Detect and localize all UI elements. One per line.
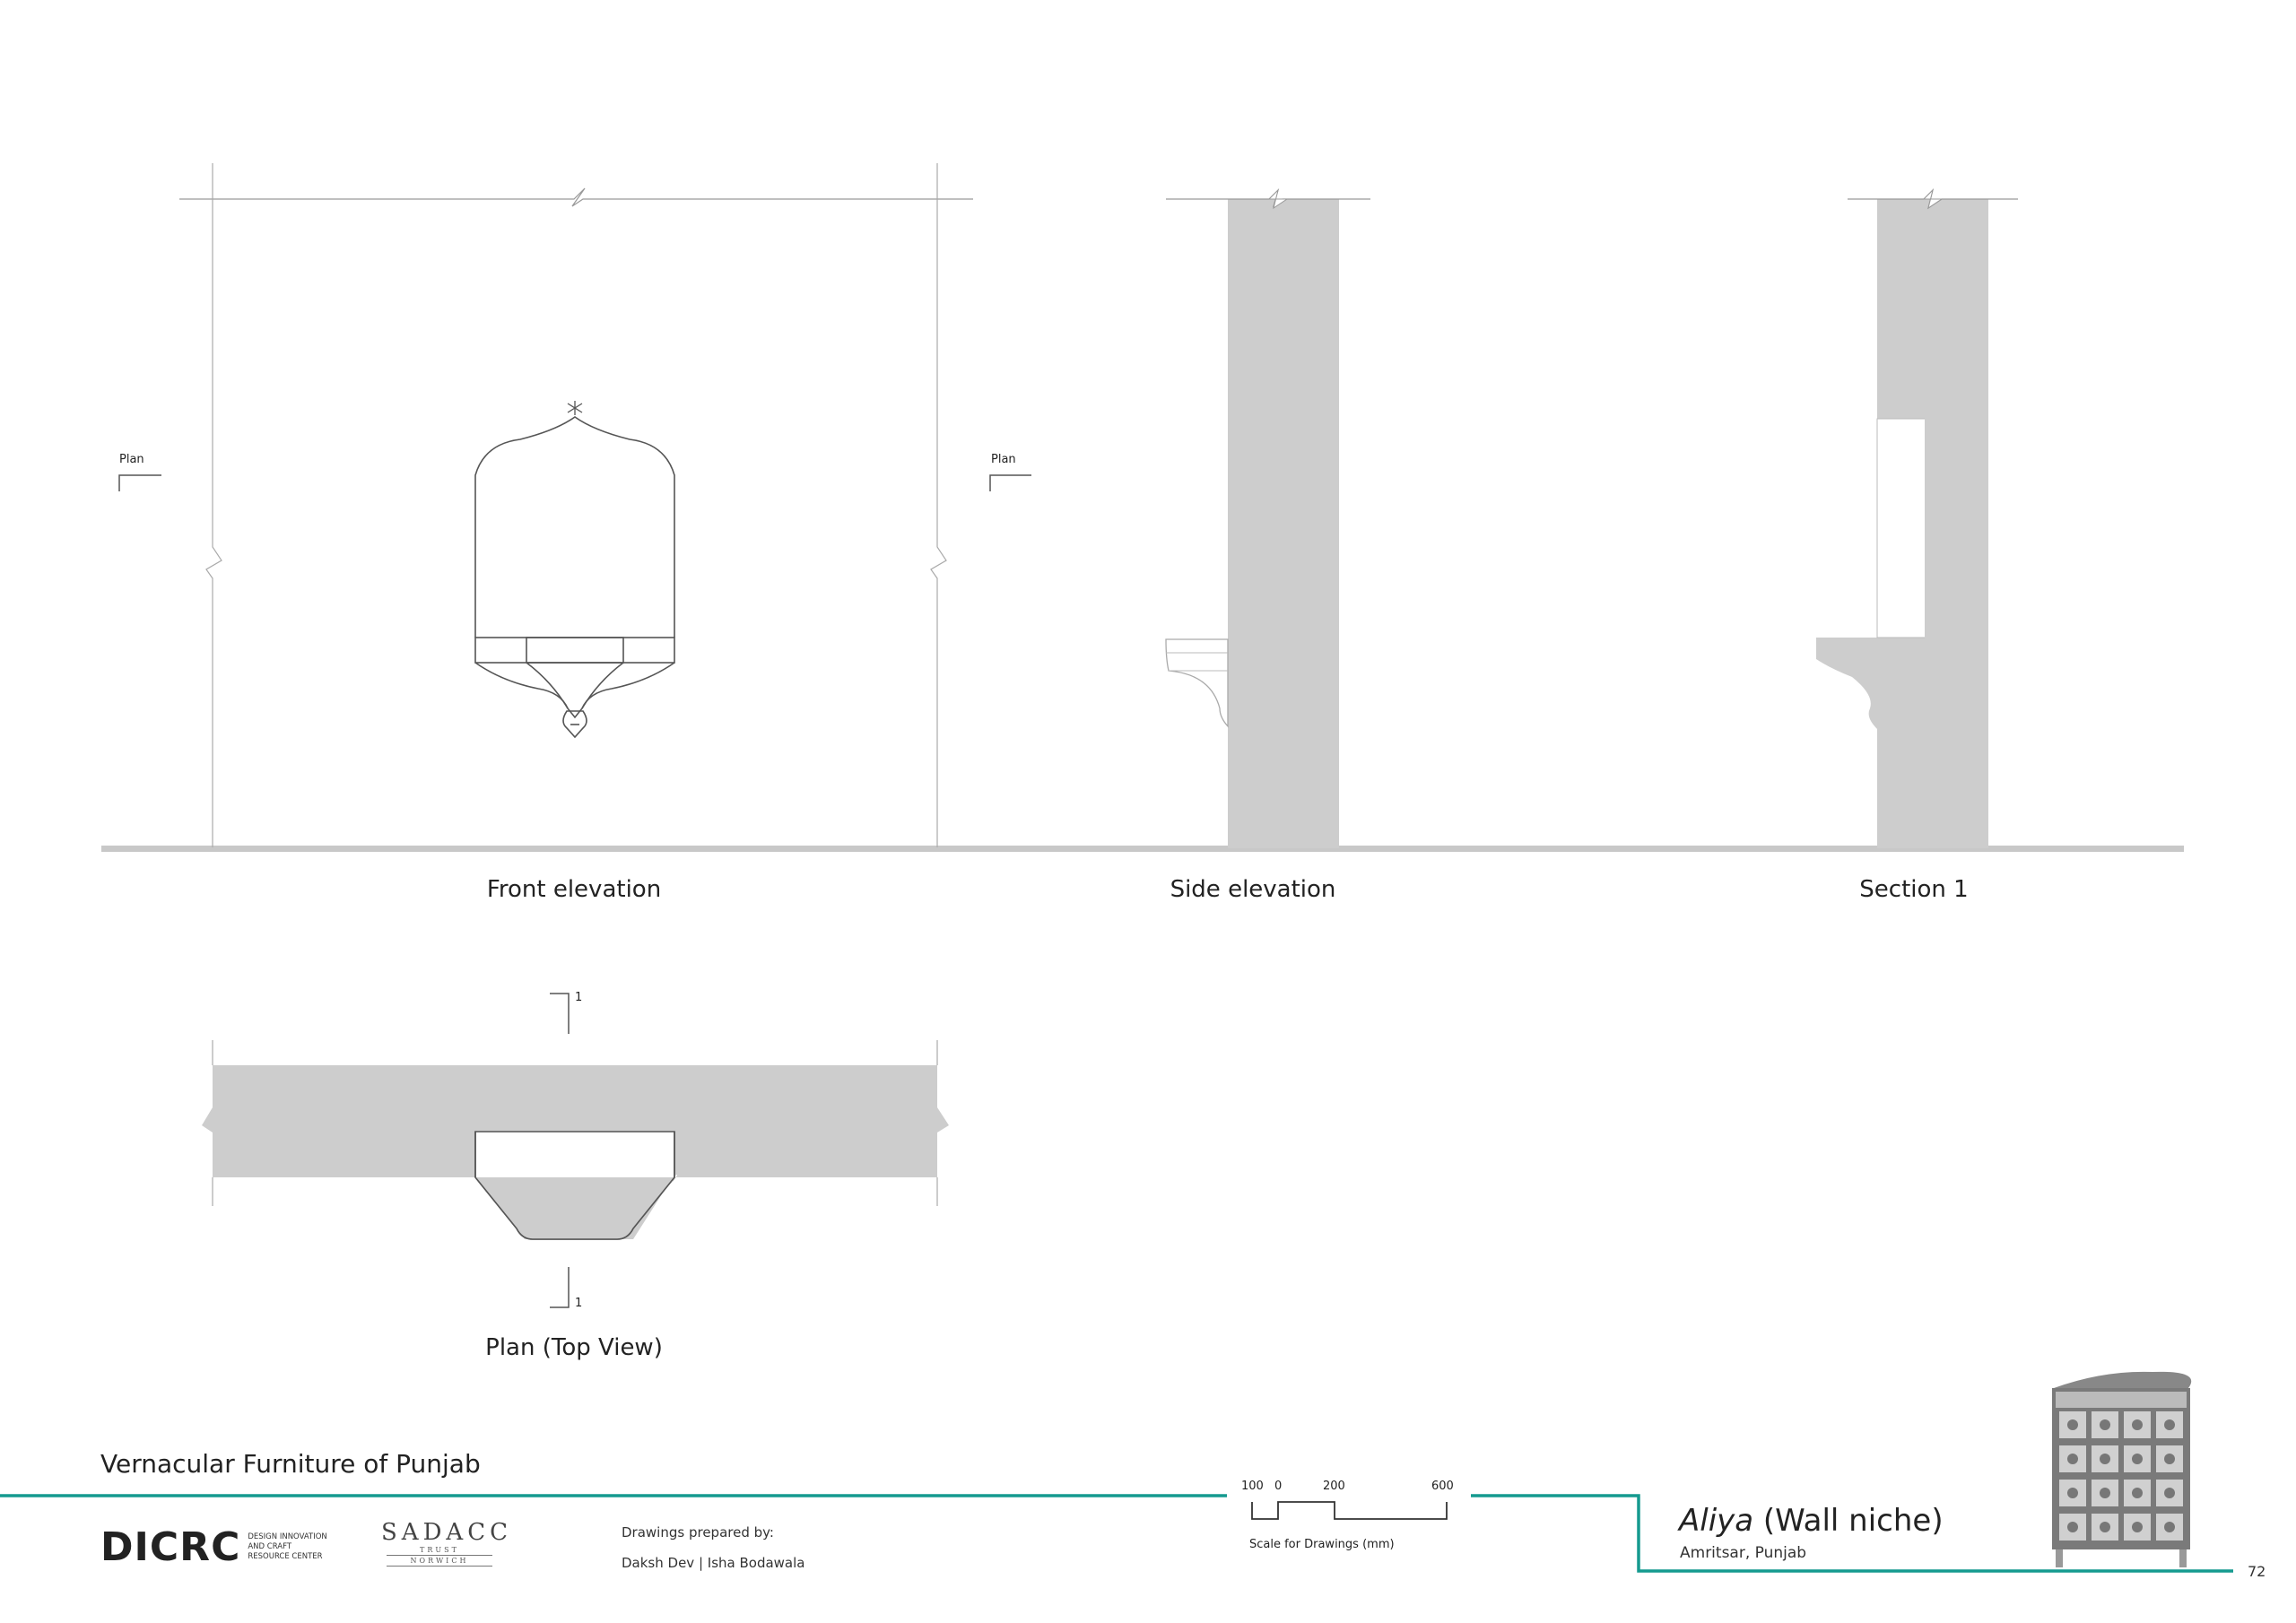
side-elevation <box>1165 187 1370 848</box>
plan-marker-label-side: Plan <box>991 453 1016 466</box>
sadacc-city: NORWICH <box>410 1557 469 1565</box>
location: Amritsar, Punjab <box>1680 1544 1807 1562</box>
section-marker-bottom-label: 1 <box>575 1297 583 1310</box>
dicrc-logo-text: DICRC <box>100 1524 241 1570</box>
plan-top-view <box>202 993 949 1308</box>
sadacc-trust: TRUST <box>420 1546 459 1554</box>
furniture-name-italic: Aliya <box>1679 1503 1754 1539</box>
scale-tick-100: 100 <box>1241 1480 1264 1493</box>
scale-tick-0: 0 <box>1274 1480 1283 1493</box>
sadacc-logo-text: SADACC <box>381 1519 512 1546</box>
scale-tick-600: 600 <box>1431 1480 1454 1493</box>
caption-section-1: Section 1 <box>1859 876 1969 903</box>
dicrc-logo: DICRC DESIGN INNOVATION AND CRAFT RESOUR… <box>100 1524 327 1570</box>
dicrc-line-2: AND CRAFT <box>248 1542 292 1551</box>
dicrc-line-3: RESOURCE CENTER <box>248 1552 323 1561</box>
plan-marker-front <box>118 474 161 491</box>
caption-front-elevation: Front elevation <box>486 876 662 903</box>
section-1 <box>1816 188 2018 848</box>
furniture-name-rest: (Wall niche) <box>1753 1503 1944 1539</box>
dicrc-full-name: DESIGN INNOVATION AND CRAFT RESOURCE CEN… <box>248 1532 326 1562</box>
caption-plan-top-view: Plan (Top View) <box>485 1334 663 1361</box>
dicrc-line-1: DESIGN INNOVATION <box>248 1532 327 1541</box>
scale-caption: Scale for Drawings (mm) <box>1249 1538 1395 1551</box>
section-marker-top-label: 1 <box>575 991 583 1004</box>
drawings-prepared-label: Drawings prepared by: <box>622 1524 774 1541</box>
scale-tick-200: 200 <box>1323 1480 1345 1493</box>
sadacc-logo: SADACC TRUST NORWICH <box>381 1519 512 1567</box>
aliya-thumbnail <box>2052 1371 2192 1567</box>
front-elevation <box>179 163 973 847</box>
authors: Daksh Dev | Isha Bodawala <box>622 1555 805 1571</box>
series-title: Vernacular Furniture of Punjab <box>100 1449 481 1479</box>
plan-marker-side <box>989 474 1031 491</box>
caption-side-elevation: Side elevation <box>1170 876 1336 903</box>
footer-lines <box>0 1494 2233 1573</box>
page-number: 72 <box>2248 1563 2266 1580</box>
scale-bar <box>1251 1501 1448 1520</box>
ground-line <box>101 846 2184 852</box>
plan-marker-label-front: Plan <box>119 453 144 466</box>
furniture-name: Aliya (Wall niche) <box>1679 1503 1944 1539</box>
